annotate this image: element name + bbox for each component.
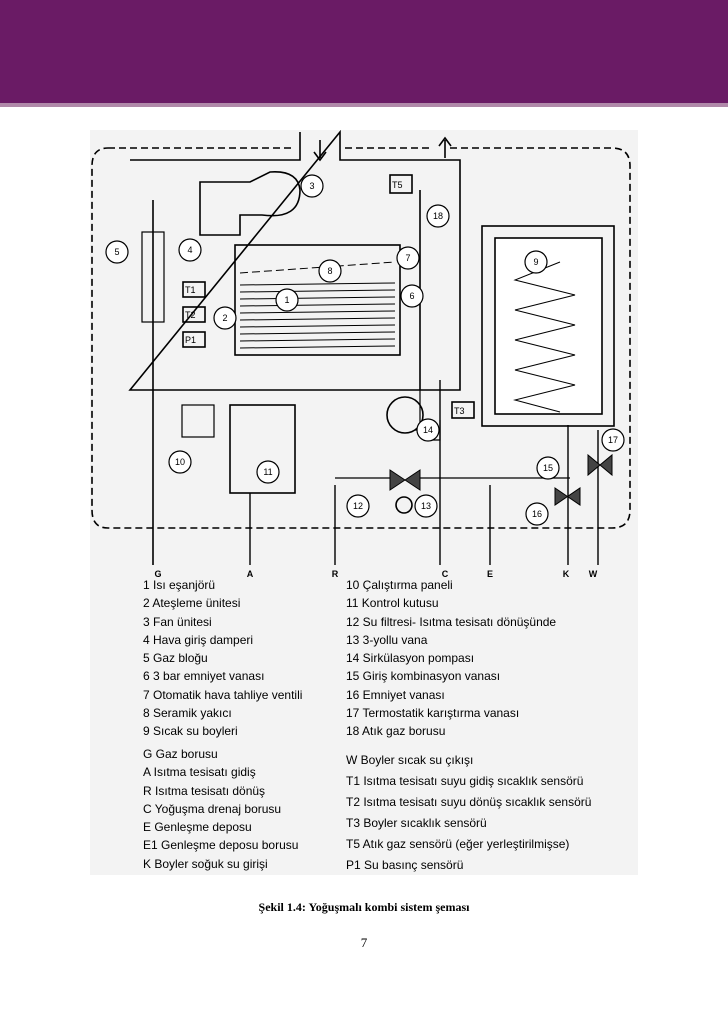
callout-16: 16 xyxy=(532,509,542,519)
legend-sensors: W Boyler sıcak su çıkışı T1 Isıtma tesis… xyxy=(346,750,591,876)
casing-outline xyxy=(91,147,631,529)
legend-item: T5 Atık gaz sensörü (eğer yerleştirilmiş… xyxy=(346,837,570,851)
legend-item: P1 Su basınç sensörü xyxy=(346,858,464,872)
callout-2: 2 xyxy=(222,313,227,323)
legend-item: 1 Isı eşanjörü xyxy=(143,578,216,592)
callout-13: 13 xyxy=(421,501,431,511)
callout-17: 17 xyxy=(608,435,618,445)
boiler-housing xyxy=(128,130,461,391)
legend-components-right: 10 Çalıştırma paneli 11 Kontrol kutusu 1… xyxy=(346,576,556,741)
figure-caption: Şekil 1.4: Yoğuşmalı kombi sistem şeması xyxy=(258,900,470,914)
legend-item: W Boyler sıcak su çıkışı xyxy=(346,753,474,767)
callout-15: 15 xyxy=(543,463,553,473)
legend-item: A Isıtma tesisatı gidiş xyxy=(143,765,256,780)
operating-panel xyxy=(181,404,215,438)
legend-item: 17 Termostatik karıştırma vanası xyxy=(346,706,520,721)
conn-r: R xyxy=(332,569,339,579)
legend-item: T3 Boyler sıcaklık sensörü xyxy=(346,816,487,830)
sensor-t2: T2 xyxy=(185,310,196,320)
tank-coil xyxy=(513,261,576,413)
legend-item: 14 Sirkülasyon pompası xyxy=(346,651,475,666)
legend-item: 2 Ateşleme ünitesi xyxy=(143,596,241,611)
callout-6: 6 xyxy=(409,291,414,301)
callout-10: 10 xyxy=(175,457,185,467)
sensor-t1: T1 xyxy=(185,285,196,295)
legend-item: 6 3 bar emniyet vanası xyxy=(143,669,265,684)
page-number: 7 xyxy=(360,935,368,950)
heat-exchanger xyxy=(234,244,401,356)
callout-3: 3 xyxy=(309,181,314,191)
legend-item: 16 Emniyet vanası xyxy=(346,687,445,702)
legend-item: R Isıtma tesisatı dönüş xyxy=(143,783,266,798)
sensor-t5: T5 xyxy=(392,180,403,190)
water-heater-tank xyxy=(481,225,615,427)
legend-item: C Yoğuşma drenaj borusu xyxy=(143,801,282,816)
legend-item: T2 Isıtma tesisatı suyu dönüş sıcaklık s… xyxy=(346,795,592,809)
legend-item: 4 Hava giriş damperi xyxy=(143,632,254,647)
conn-k: K xyxy=(563,569,570,579)
legend-item: 5 Gaz bloğu xyxy=(143,651,208,666)
callout-18: 18 xyxy=(433,211,443,221)
conn-a: A xyxy=(247,569,254,579)
three-way-valve xyxy=(389,469,421,491)
boiler-system-diagram: 1 2 3 4 5 6 7 8 9 10 11 12 13 14 15 16 1… xyxy=(91,130,631,579)
callout-11: 11 xyxy=(263,467,272,477)
legend-item: 13 3-yollu vana xyxy=(346,632,428,647)
legend-connections: G Gaz borusu A Isıtma tesisatı gidiş R I… xyxy=(143,745,298,873)
header-band xyxy=(0,0,728,103)
legend-item: 8 Seramik yakıcı xyxy=(143,706,232,721)
legend-item: 9 Sıcak su boyleri xyxy=(143,724,238,739)
header-divider xyxy=(0,103,728,107)
legend-item: G Gaz borusu xyxy=(143,747,218,761)
legend-item: 7 Otomatik hava tahliye ventili xyxy=(143,687,303,702)
legend-item: 15 Giriş kombinasyon vanası xyxy=(346,669,501,684)
legend-item: 11 Kontrol kutusu xyxy=(346,596,439,611)
callout-14: 14 xyxy=(423,425,433,435)
legend-item: 10 Çalıştırma paneli xyxy=(346,578,453,592)
callout-5: 5 xyxy=(114,247,119,257)
sensor-p1: P1 xyxy=(185,335,196,345)
fan-unit xyxy=(199,171,301,236)
legend-item: 3 Fan ünitesi xyxy=(143,614,212,629)
legend-item: T1 Isıtma tesisatı suyu gidiş sıcaklık s… xyxy=(346,774,584,788)
callout-1: 1 xyxy=(284,295,289,305)
legend-item: E Genleşme deposu xyxy=(143,820,252,835)
callout-8: 8 xyxy=(327,266,332,276)
sensor-t3: T3 xyxy=(454,406,465,416)
conn-e: E xyxy=(487,569,493,579)
legend-item: E1 Genleşme deposu borusu xyxy=(143,838,299,853)
callout-7: 7 xyxy=(405,253,410,263)
legend-item: 12 Su filtresi- Isıtma tesisatı dönüşünd… xyxy=(346,614,557,629)
control-box xyxy=(229,404,296,494)
legend-item: K Boyler soğuk su girişi xyxy=(143,856,268,871)
conn-c: C xyxy=(442,569,449,579)
legend-item: 18 Atık gaz borusu xyxy=(346,724,446,739)
callout-9: 9 xyxy=(533,257,538,267)
legend-components-left: 1 Isı eşanjörü 2 Ateşleme ünitesi 3 Fan … xyxy=(143,576,302,741)
circulation-pump xyxy=(386,396,424,434)
conn-g: G xyxy=(154,569,161,579)
callout-4: 4 xyxy=(187,245,192,255)
callout-12: 12 xyxy=(353,501,363,511)
conn-w: W xyxy=(589,569,598,579)
